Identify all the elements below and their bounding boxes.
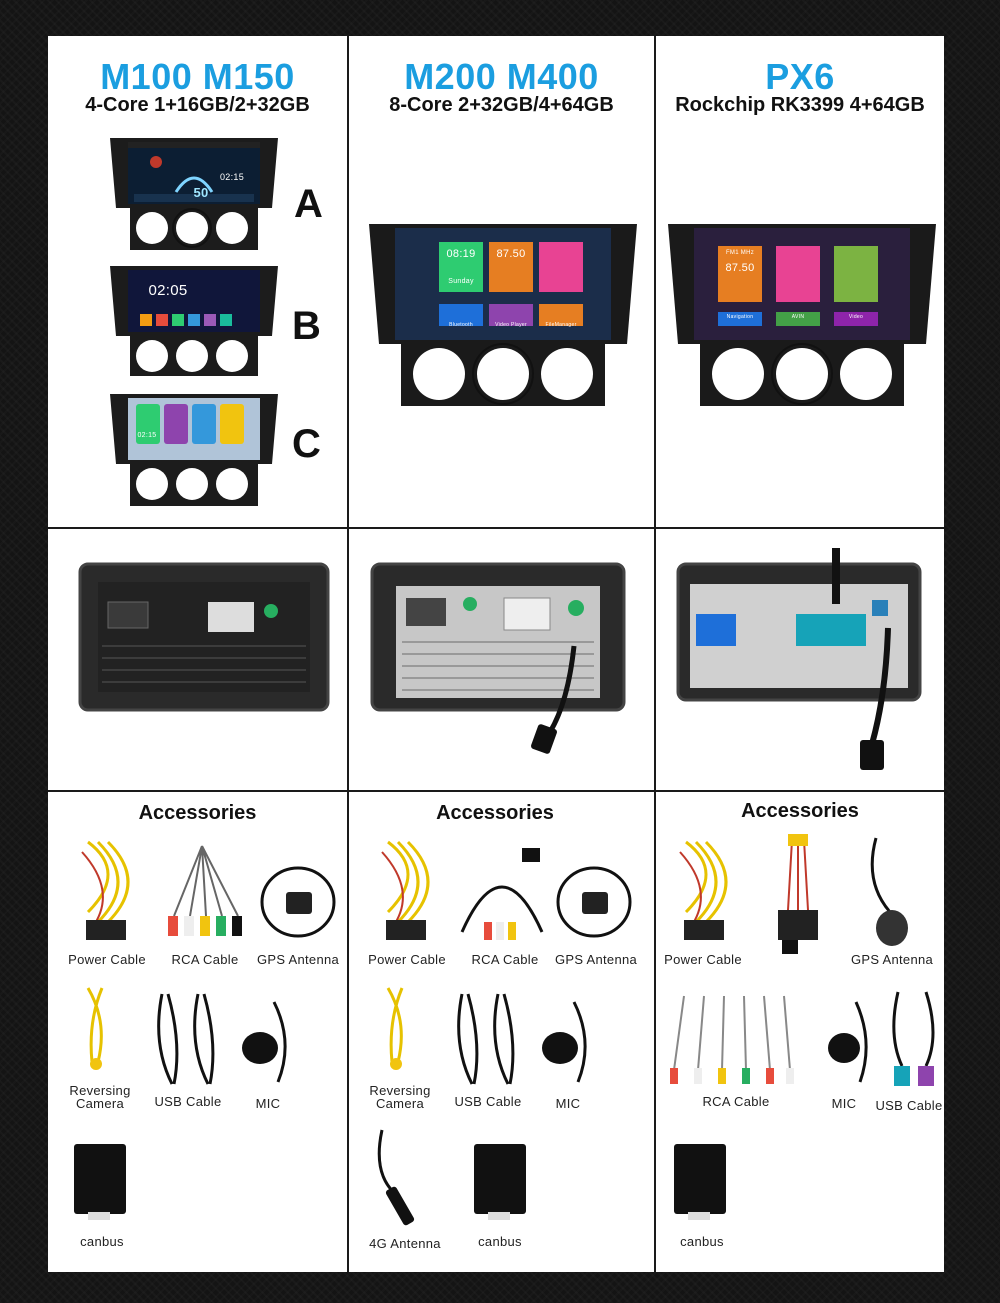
rca-cable-image <box>460 848 544 940</box>
model-spec: 4-Core 1+16GB/2+32GB <box>85 94 310 116</box>
back-panel-px6 <box>676 548 922 770</box>
gps-antenna-image <box>556 866 632 938</box>
screen-day: Sunday <box>448 278 474 285</box>
power-cable-image <box>679 840 728 940</box>
reversing-camera-image <box>386 987 404 1070</box>
variant-label-a: A <box>294 182 323 226</box>
variant-label-c: C <box>292 422 321 466</box>
wiring-harness-image <box>778 834 818 954</box>
accessory-label: GPS Antenna <box>256 952 340 967</box>
mic-image <box>542 1001 587 1083</box>
divider <box>48 790 944 792</box>
screen-bt: Bluetooth <box>449 322 473 328</box>
divider <box>654 36 656 1272</box>
gps-antenna-image <box>870 837 908 946</box>
model-title: M100 M150 <box>100 56 295 97</box>
model-cell-px6: PX6 Rockchip RK3399 4+64GB FM1 MHz 87.50… <box>656 36 944 527</box>
accessory-label: Power Cable <box>664 952 742 967</box>
accessory-label: canbus <box>478 1234 522 1249</box>
variant-label-b: B <box>292 304 321 348</box>
accessory-label: GPS Antenna <box>850 952 934 967</box>
accessory-label: USB Cable <box>875 1098 943 1113</box>
screen-clock: 02:15 <box>137 432 157 439</box>
accessory-label: GPS Antenna <box>554 952 638 967</box>
head-unit-a <box>110 138 278 250</box>
screen-clock: 02:15 <box>219 172 245 182</box>
accessory-label: Power Cable <box>68 952 146 967</box>
comparison-grid: M100 M150 4-Core 1+16GB/2+32GB 50 02:15 … <box>48 36 944 1272</box>
head-unit-b <box>110 266 278 376</box>
screen-speed: 50 <box>193 185 209 200</box>
model-spec: Rockchip RK3399 4+64GB <box>675 94 925 116</box>
back-panel-m200 <box>370 562 626 754</box>
accessory-label: Power Cable <box>368 952 446 967</box>
accessory-label: MIC <box>255 1096 281 1111</box>
power-cable-image <box>81 840 130 940</box>
rca-cable-image <box>168 845 242 936</box>
screen-video: Video <box>848 314 864 320</box>
canbus-image <box>74 1144 126 1220</box>
accessory-label: RCA Cable <box>471 952 539 967</box>
usb-cable-image <box>892 991 935 1086</box>
canbus-image <box>674 1144 726 1220</box>
accessory-label: USB Cable <box>454 1094 522 1109</box>
screen-video: Video Player <box>495 322 527 328</box>
screen-clock: 02:05 <box>148 282 188 299</box>
canbus-image <box>474 1144 526 1220</box>
model-title: M200 M400 <box>404 56 599 97</box>
screen-nav: Navigation <box>726 314 754 320</box>
accessories-heading: Accessories <box>741 800 859 822</box>
power-cable-image <box>381 840 430 940</box>
mic-image <box>828 1001 868 1083</box>
screen-radio: 87.50 <box>496 248 526 260</box>
accessories-heading: Accessories <box>436 802 554 824</box>
mic-image <box>242 1001 287 1083</box>
rca-cable-image <box>670 995 794 1084</box>
accessory-label: RCA Cable <box>702 1094 770 1109</box>
reversing-camera-image <box>86 987 104 1070</box>
model-spec: 8-Core 2+32GB/4+64GB <box>389 94 614 116</box>
model-cell-m100: M100 M150 4-Core 1+16GB/2+32GB 50 02:15 … <box>48 36 347 527</box>
accessory-label: RCA Cable <box>171 952 239 967</box>
back-panel-m100 <box>78 562 330 712</box>
accessory-label: canbus <box>80 1234 124 1249</box>
head-unit-c <box>110 394 278 506</box>
usb-cable-image <box>157 993 215 1085</box>
accessory-label: MIC <box>555 1096 581 1111</box>
4g-antenna-image <box>377 1129 415 1226</box>
screen-radio: 87.50 <box>725 262 755 274</box>
model-title: PX6 <box>765 56 835 97</box>
head-unit-px6 <box>668 224 936 406</box>
screen-avin: AVIN <box>791 314 805 320</box>
model-cell-m200: M200 M400 8-Core 2+32GB/4+64GB 08:19 Sun… <box>349 36 654 527</box>
accessory-label: USB Cable <box>154 1094 222 1109</box>
head-unit-m200 <box>369 224 637 406</box>
screen-fm: FM1 MHz <box>725 250 755 256</box>
usb-cable-image <box>457 993 515 1085</box>
divider <box>347 36 349 1272</box>
accessory-label: canbus <box>680 1234 724 1249</box>
screen-files: FileManager <box>545 322 577 328</box>
screen-time: 08:19 <box>446 248 476 260</box>
divider <box>48 527 944 529</box>
accessory-label: MIC <box>831 1096 857 1111</box>
accessory-label: 4G Antenna <box>369 1236 441 1251</box>
accessories-heading: Accessories <box>138 802 257 824</box>
gps-antenna-image <box>260 866 336 938</box>
